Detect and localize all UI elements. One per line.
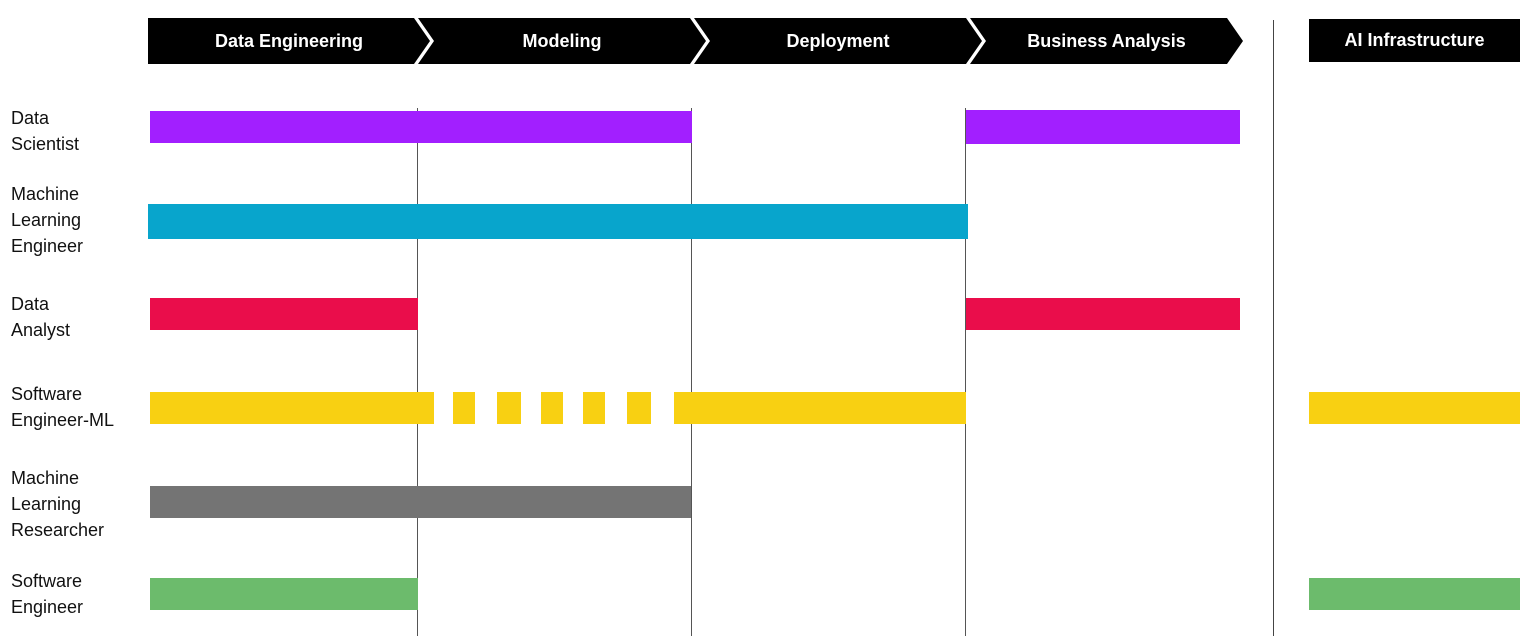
role-line: Engineer: [11, 597, 84, 617]
stage-label: Deployment: [786, 30, 890, 51]
stage-divider: [965, 108, 966, 636]
role-line: Data: [11, 294, 50, 314]
role-line: Machine: [11, 468, 80, 488]
ml-engineer-bar: [148, 204, 968, 239]
software-engineer-ml-bar: [1309, 392, 1520, 424]
software-engineer-ml-dash: [541, 392, 563, 424]
data-scientist-bar: [966, 110, 1240, 144]
infra-separator: [1273, 20, 1274, 636]
role-label-software-engineer: Software Engineer: [11, 568, 83, 620]
software-engineer-ml-bar: [674, 392, 966, 424]
stage-divider: [691, 108, 692, 636]
software-engineer-ml-dash: [627, 392, 651, 424]
software-engineer-ml-dash: [453, 392, 475, 424]
role-line: Researcher: [11, 520, 105, 540]
stage-data-engineering: Data Engineering: [148, 18, 430, 64]
role-line: Engineer-ML: [11, 410, 115, 430]
role-line: Engineer: [11, 236, 84, 256]
stage-divider: [417, 108, 418, 636]
role-line: Machine: [11, 184, 80, 204]
role-line: Software: [11, 571, 83, 591]
role-line: Analyst: [11, 320, 71, 340]
role-label-data-analyst: Data Analyst: [11, 291, 70, 343]
software-engineer-ml-dash: [583, 392, 605, 424]
data-scientist-bar: [150, 111, 692, 143]
software-engineer-ml-dash: [497, 392, 521, 424]
ml-researcher-bar: [150, 486, 691, 518]
role-line: Learning: [11, 210, 82, 230]
software-engineer-ml-bar: [150, 392, 434, 424]
infra-label: AI Infrastructure: [1344, 30, 1485, 50]
stage-ai-infrastructure: AI Infrastructure: [1309, 19, 1520, 62]
role-line: Data: [11, 108, 50, 128]
role-label-ml-engineer: Machine Learning Engineer: [11, 181, 83, 259]
stage-deployment: Deployment: [694, 18, 982, 64]
role-label-data-scientist: Data Scientist: [11, 105, 79, 157]
stage-business-analysis: Business Analysis: [970, 18, 1243, 64]
data-analyst-bar: [150, 298, 418, 330]
role-label-software-engineer-ml: Software Engineer-ML: [11, 381, 114, 433]
software-engineer-bar: [1309, 578, 1520, 610]
stage-modeling: Modeling: [418, 18, 706, 64]
stage-label: Business Analysis: [1027, 30, 1186, 51]
role-line: Software: [11, 384, 83, 404]
role-line: Learning: [11, 494, 82, 514]
data-analyst-bar: [966, 298, 1240, 330]
stage-header: Data Engineering Modeling Deployment Bus…: [148, 18, 1243, 64]
software-engineer-bar: [150, 578, 418, 610]
role-label-ml-researcher: Machine Learning Researcher: [11, 465, 104, 543]
role-line: Scientist: [11, 134, 80, 154]
stage-label: Data Engineering: [214, 30, 364, 51]
stage-label: Modeling: [522, 30, 602, 51]
